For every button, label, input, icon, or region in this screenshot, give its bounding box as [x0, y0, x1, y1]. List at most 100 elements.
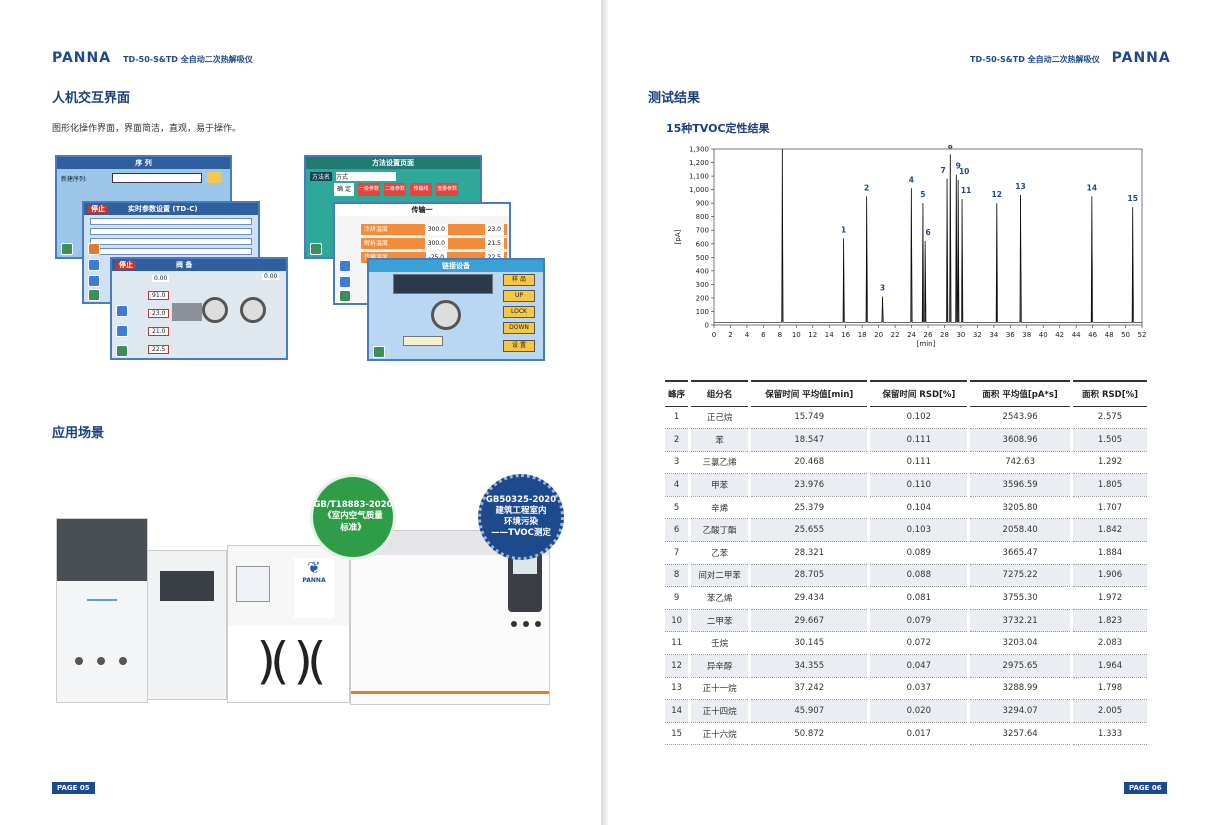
temp-value: 23.0 — [148, 309, 170, 318]
param2-button[interactable]: 二级参数 — [384, 183, 406, 196]
folder-icon[interactable] — [207, 172, 221, 183]
screen-title: 序 列 — [57, 157, 230, 169]
table-cell: 1.823 — [1070, 609, 1147, 633]
x-tick-label: 8 — [778, 331, 782, 339]
screen-title-text: 阀 备 — [176, 261, 193, 269]
y-tick-label: 600 — [696, 240, 709, 248]
table-cell: 8 — [661, 564, 690, 588]
table-cell: 苯乙烯 — [688, 586, 750, 610]
table-cell: 0.079 — [867, 609, 969, 633]
flow-button[interactable]: 流量参数 — [436, 183, 458, 196]
table-cell: 30.145 — [747, 631, 869, 656]
temp-value: 91.0 — [148, 291, 170, 300]
table-cell: 0.037 — [867, 677, 969, 701]
up-button[interactable]: UP — [503, 290, 535, 302]
x-tick-label: 6 — [761, 331, 766, 339]
carousel-wheel — [431, 300, 461, 330]
home-icon[interactable] — [373, 346, 385, 358]
gc-button — [511, 621, 517, 627]
settings-button[interactable]: 设 置 — [503, 340, 535, 352]
screen-title: 传输一 — [335, 204, 509, 216]
sequence-input[interactable] — [112, 173, 202, 183]
table-cell: 苯 — [688, 428, 750, 452]
lotus-logo-icon: ❦ — [307, 558, 321, 577]
y-tick-label: 200 — [696, 294, 709, 302]
table-cell: 0.072 — [867, 631, 969, 656]
table-cell: 9 — [661, 586, 690, 610]
panna-instrument: ❦ PANNA )( )( — [227, 545, 350, 703]
table-cell: 1.798 — [1070, 677, 1147, 701]
table-cell: 2.575 — [1070, 406, 1147, 430]
x-tick-label: 12 — [808, 331, 817, 339]
param1-button[interactable]: 一级参数 — [358, 183, 380, 196]
sample-button[interactable]: 样 品 — [503, 274, 535, 286]
peak-label: 5 — [920, 190, 925, 199]
section-title-hmi: 人机交互界面 — [52, 91, 131, 106]
home-icon[interactable] — [88, 289, 100, 301]
stop-button[interactable]: 停止 — [116, 261, 136, 269]
transfer-button[interactable]: 传输线 — [410, 183, 432, 196]
handheld-screen — [513, 556, 537, 574]
method-input[interactable]: 方式 — [336, 172, 396, 181]
screen-title: 链接设备 — [369, 260, 543, 272]
nav-icon[interactable] — [88, 243, 100, 255]
table-cell: 正己烷 — [688, 406, 750, 430]
home-icon[interactable] — [310, 243, 322, 255]
screen-title: 停止实时参数设置 (TD-C) — [84, 203, 258, 215]
nav-icon[interactable] — [88, 259, 100, 271]
table-header-cell: 保留时间 RSD[%] — [867, 380, 969, 407]
confirm-button[interactable]: 确 定 — [334, 183, 354, 196]
x-tick-label: 2 — [728, 331, 732, 339]
peak-label: 8 — [948, 145, 953, 150]
table-cell: 二甲苯 — [688, 609, 750, 633]
page-gutter — [601, 0, 608, 825]
down-button[interactable]: DOWN — [503, 322, 535, 334]
left-header: PANNA TD-50-S&TD 全自动二次热解吸仪 — [52, 50, 253, 66]
table-cell: 甲苯 — [688, 473, 750, 497]
brand-logo: PANNA — [1111, 50, 1171, 66]
home-icon[interactable] — [61, 243, 73, 255]
model-title: TD-50-S&TD 全自动二次热解吸仪 — [970, 55, 1100, 64]
nav-icon[interactable] — [339, 260, 351, 272]
handheld-controller — [508, 550, 542, 612]
chromatogram-chart: 01002003004005006007008009001,0001,1001,… — [674, 145, 1146, 348]
lock-button[interactable]: LOCK — [503, 306, 535, 318]
table-header-cell: 面积 平均值[pA*s] — [967, 380, 1072, 407]
table-cell: 28.321 — [747, 541, 869, 565]
valve-screen: 停止阀 备 0.00 0.00 91.0 23.0 21.0 22.5 — [110, 257, 288, 360]
stop-button[interactable]: 停止 — [88, 205, 108, 213]
table-cell: 3 — [661, 451, 690, 475]
x-tick-label: 48 — [1105, 331, 1114, 339]
standard-badge-blue: GB50325-2020 建筑工程室内 环境污染 ——TVOC测定 — [478, 474, 564, 560]
table-cell: 0.020 — [867, 699, 969, 723]
device-screen: 链接设备 样 品 UP LOCK DOWN 设 置 — [367, 258, 545, 361]
section-text-hmi: 图形化操作界面，界面简洁，直观，易于操作。 — [52, 124, 242, 134]
nav-icon[interactable] — [339, 276, 351, 288]
table-cell: 0.110 — [867, 473, 969, 497]
nav-icon[interactable] — [88, 275, 100, 287]
table-cell: 1.842 — [1070, 518, 1147, 543]
home-icon[interactable] — [116, 345, 128, 357]
nav-icon[interactable] — [116, 305, 128, 317]
peak-label: 2 — [864, 183, 869, 192]
table-cell: 2543.96 — [967, 406, 1072, 430]
trap-block — [172, 303, 202, 321]
table-cell: 28.705 — [747, 564, 869, 588]
y-tick-label: 1,100 — [689, 173, 709, 181]
x-tick-label: 20 — [874, 331, 883, 339]
table-cell: 12 — [661, 654, 690, 678]
home-icon[interactable] — [339, 290, 351, 302]
peak-label: 13 — [1015, 182, 1025, 191]
table-cell: 29.434 — [747, 586, 869, 610]
table-cell: 4 — [661, 473, 690, 497]
y-tick-label: 100 — [696, 308, 709, 316]
nav-icon[interactable] — [116, 325, 128, 337]
gc-stripe — [351, 691, 549, 694]
table-cell: 0.103 — [867, 518, 969, 543]
